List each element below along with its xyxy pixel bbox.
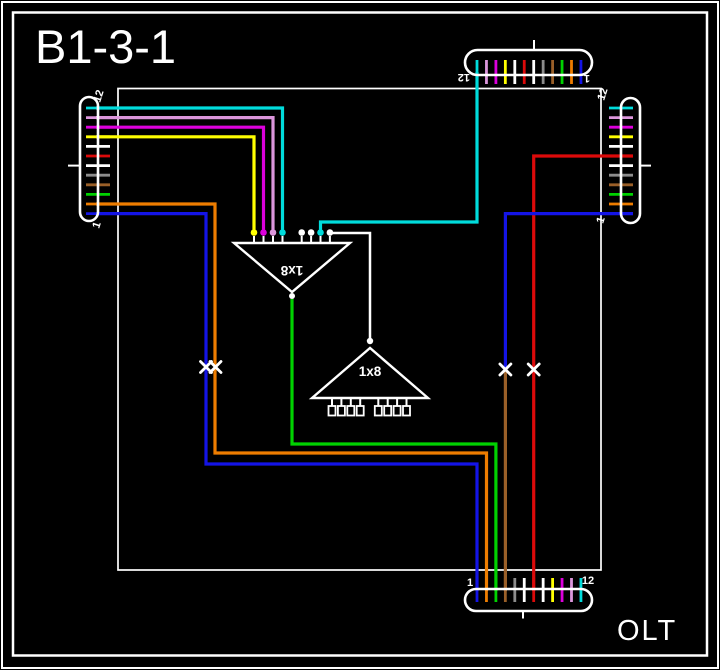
lower-splitter-label: 1x8	[359, 364, 382, 379]
upper-splitter	[230, 229, 354, 299]
upper-splitter-port-dot-7	[317, 229, 324, 236]
top-splice-tray-body	[463, 48, 594, 77]
fiber-wire-blue-right	[503, 212, 633, 370]
lower-splitter-port-4	[355, 405, 365, 417]
lower-splitter-input-dot	[366, 337, 374, 345]
olt-label: OLT	[617, 615, 677, 647]
bottom-splice-tray	[463, 578, 594, 619]
bottom-splice-tray-body	[463, 587, 594, 613]
splice-mark-1	[199, 360, 213, 374]
right-splice-tray	[609, 96, 651, 225]
upper-splitter-port-dot-3	[269, 229, 277, 236]
lower-splitter-port-6	[383, 405, 393, 417]
upper-splitter-output-dot	[289, 293, 295, 299]
fiber-wire-orange-left	[96, 202, 489, 591]
fiber-wire-red-right	[532, 154, 633, 591]
right-tray-label-last: 1	[594, 215, 607, 225]
upper-splitter-port-dot-4	[279, 229, 286, 236]
lower-splitter-port-5	[373, 405, 383, 417]
frame-border	[11, 11, 709, 657]
left-tray-label-last: 1	[90, 220, 103, 230]
fiber-wire-aqua-top	[318, 72, 479, 230]
fiber-wire-white-jumper	[329, 231, 372, 339]
fiber-wire-green-splitter-out	[290, 299, 498, 591]
upper-splitter-port-dot-6	[307, 229, 315, 236]
splice-trays	[68, 40, 651, 619]
splice-marks	[199, 360, 541, 377]
lower-splitter-port-3	[346, 405, 356, 417]
page-title: B1-3-1	[35, 20, 176, 73]
bottom-tray-label-first: 1	[467, 577, 473, 589]
optical-splitters	[230, 229, 432, 417]
lower-splitter-port-8	[402, 405, 411, 417]
lower-splitter	[308, 337, 432, 417]
lower-splitter-port-2	[336, 405, 346, 417]
upper-splitter-body	[230, 241, 354, 294]
left-splice-tray-body	[78, 95, 100, 223]
upper-splitter-port-dot-2	[260, 229, 267, 236]
fiber-wire-violet-left	[96, 125, 266, 230]
upper-splitter-label: 1x8	[280, 263, 303, 278]
fiber-wire-blue-left	[96, 212, 479, 591]
top-splice-tray	[463, 40, 594, 84]
lower-splitter-port-1	[327, 405, 337, 417]
fiber-wire-aqua-left	[96, 106, 285, 230]
top-tray-label-last: 1	[584, 72, 590, 84]
lower-splitter-body	[308, 346, 432, 400]
fiber-wires	[96, 72, 633, 591]
bottom-tray-label-last: 12	[582, 575, 594, 587]
cable-boundary-box	[117, 87, 602, 571]
left-splice-tray	[68, 95, 110, 223]
upper-splitter-port-dot-8	[326, 229, 334, 236]
fiber-wire-yellow-left	[96, 135, 256, 230]
fiber-wire-rose-left	[96, 115, 275, 230]
right-tray-label-first: 12	[595, 87, 610, 102]
lower-splitter-port-7	[392, 405, 402, 417]
right-splice-tray-body	[619, 96, 642, 225]
upper-splitter-port-dot-1	[250, 229, 258, 236]
splice-mark-4	[526, 362, 541, 377]
splice-mark-3	[498, 362, 513, 377]
splice-mark-2	[208, 360, 223, 374]
upper-splitter-port-dot-5	[298, 229, 306, 236]
left-tray-label-first: 12	[91, 89, 106, 104]
top-tray-label-first: 12	[458, 71, 470, 83]
